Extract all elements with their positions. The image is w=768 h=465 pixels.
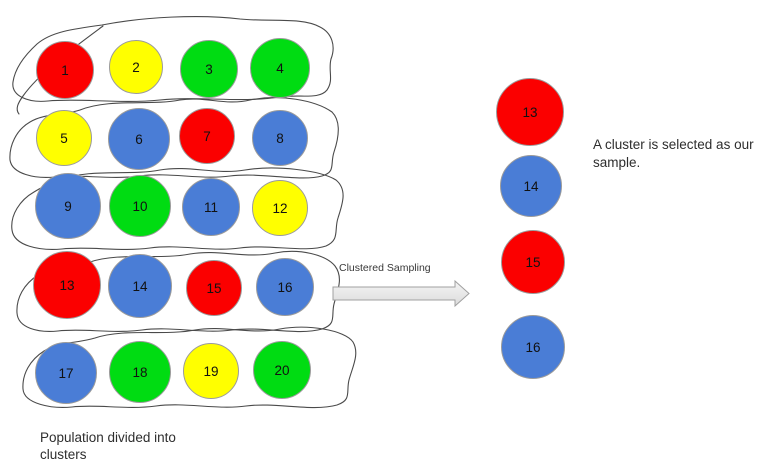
population-circle-2: 2 bbox=[109, 40, 163, 94]
circle-number: 8 bbox=[276, 130, 284, 146]
circle-number: 4 bbox=[276, 60, 284, 76]
circle-number: 1 bbox=[61, 62, 69, 78]
population-circle-8: 8 bbox=[252, 110, 308, 166]
population-circle-5: 5 bbox=[36, 110, 92, 166]
circle-number: 2 bbox=[132, 59, 140, 75]
population-circle-13: 13 bbox=[33, 251, 101, 319]
circle-number: 14 bbox=[523, 178, 539, 194]
population-circle-6: 6 bbox=[108, 108, 170, 170]
circle-number: 15 bbox=[206, 280, 222, 296]
circle-number: 5 bbox=[60, 130, 68, 146]
circle-number: 13 bbox=[59, 277, 75, 293]
population-circle-12: 12 bbox=[252, 180, 308, 236]
cluster-outline-4 bbox=[16, 250, 340, 333]
population-circle-10: 10 bbox=[109, 175, 171, 237]
circle-number: 18 bbox=[132, 364, 148, 380]
circle-number: 12 bbox=[272, 200, 288, 216]
circle-number: 20 bbox=[274, 362, 290, 378]
population-circle-9: 9 bbox=[35, 173, 101, 239]
population-circle-20: 20 bbox=[253, 341, 311, 399]
cluster-outline-1-tail bbox=[16, 25, 104, 115]
population-circle-11: 11 bbox=[182, 178, 240, 236]
population-circle-4: 4 bbox=[250, 38, 310, 98]
circle-number: 16 bbox=[277, 279, 293, 295]
circle-number: 13 bbox=[522, 104, 538, 120]
sample-circle-15: 15 bbox=[501, 230, 565, 294]
circle-number: 3 bbox=[205, 61, 213, 77]
cluster-outline-3 bbox=[11, 167, 344, 250]
population-circle-7: 7 bbox=[179, 108, 235, 164]
sample-caption: A cluster is selected as our sample. bbox=[593, 137, 754, 170]
cluster-outline-5 bbox=[22, 326, 357, 409]
circle-number: 11 bbox=[203, 199, 218, 215]
arrow-label: Clustered Sampling bbox=[339, 262, 431, 274]
sample-circle-16: 16 bbox=[501, 315, 565, 379]
sample-circle-14: 14 bbox=[500, 155, 562, 217]
circle-number: 16 bbox=[525, 339, 541, 355]
population-circle-3: 3 bbox=[180, 40, 238, 98]
circle-number: 15 bbox=[525, 254, 541, 270]
circle-number: 10 bbox=[132, 198, 148, 214]
population-circle-1: 1 bbox=[36, 41, 94, 99]
circle-number: 19 bbox=[203, 363, 219, 379]
circle-number: 9 bbox=[64, 198, 72, 214]
circle-number: 7 bbox=[203, 128, 211, 144]
circle-number: 6 bbox=[135, 131, 143, 147]
population-caption: Population divided into clusters bbox=[40, 430, 176, 463]
cluster-outline-2 bbox=[9, 97, 339, 179]
population-circle-17: 17 bbox=[35, 342, 97, 404]
population-circle-15: 15 bbox=[186, 260, 242, 316]
sampling-arrow bbox=[332, 279, 470, 308]
circle-number: 14 bbox=[132, 278, 148, 294]
population-circle-16: 16 bbox=[256, 258, 314, 316]
population-circle-19: 19 bbox=[183, 343, 239, 399]
sample-circle-13: 13 bbox=[496, 78, 564, 146]
population-circle-18: 18 bbox=[109, 341, 171, 403]
population-circle-14: 14 bbox=[108, 254, 172, 318]
circle-number: 17 bbox=[58, 365, 74, 381]
